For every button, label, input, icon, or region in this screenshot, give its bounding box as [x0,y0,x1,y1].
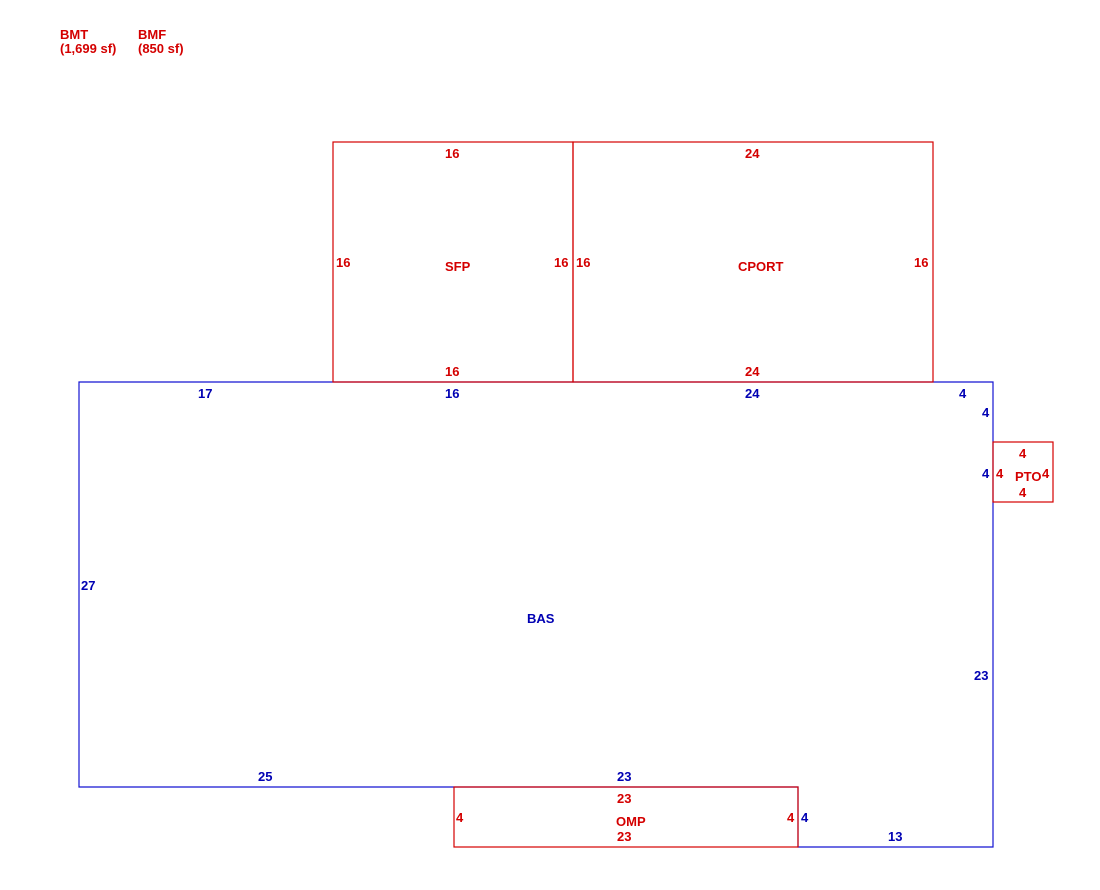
omp-dim-left: 4 [456,810,464,825]
sfp-dim-left: 16 [336,255,350,270]
bas-dim-bottom-mid: 23 [617,769,631,784]
cport-dim-right: 16 [914,255,928,270]
legend-bmf-code: BMF [138,27,166,42]
omp-outline [453,786,799,848]
bas-dim-right-upper: 4 [982,405,990,420]
sfp-area: SFP 16 16 16 16 [332,141,574,383]
omp-area: OMP 23 4 4 23 [453,786,799,848]
bas-dim-right-mid: 4 [982,466,990,481]
pto-outline [992,441,1054,503]
omp-dim-top: 23 [617,791,631,806]
bas-dim-bottom-right: 13 [888,829,902,844]
sfp-dim-bottom: 16 [445,364,459,379]
sfp-label: SFP [445,259,471,274]
pto-dim-top: 4 [1019,446,1027,461]
omp-label: OMP [616,814,646,829]
cport-outline [572,141,934,383]
sfp-dim-right: 16 [554,255,568,270]
pto-dim-bottom: 4 [1019,485,1027,500]
pto-dim-left: 4 [996,466,1004,481]
cport-dim-bottom: 24 [745,364,760,379]
bas-dim-right-lower: 23 [974,668,988,683]
sfp-dim-top: 16 [445,146,459,161]
legend-bmf-area: (850 sf) [138,41,184,56]
pto-area: PTO 4 4 4 4 [992,441,1054,503]
omp-dim-bottom: 23 [617,829,631,844]
bas-dim-bottom-left: 25 [258,769,272,784]
pto-dim-right: 4 [1042,466,1050,481]
bas-dim-notch: 4 [801,810,809,825]
cport-label: CPORT [738,259,784,274]
bas-dim-top-mid: 16 [445,386,459,401]
cport-dim-top: 24 [745,146,760,161]
pto-label: PTO [1015,469,1042,484]
bas-area: BAS 17 16 24 4 4 4 23 27 25 23 4 13 [78,381,994,848]
legend-bmt-code: BMT [60,27,88,42]
bas-dim-top-right: 24 [745,386,760,401]
area-legend: BMT (1,699 sf) BMF (850 sf) [60,27,184,56]
bas-dim-top-end: 4 [959,386,967,401]
bas-label: BAS [527,611,555,626]
bas-dim-top-left: 17 [198,386,212,401]
omp-dim-right: 4 [787,810,795,825]
cport-dim-left: 16 [576,255,590,270]
legend-bmt-area: (1,699 sf) [60,41,116,56]
bas-dim-left: 27 [81,578,95,593]
cport-area: CPORT 24 16 16 24 [572,141,934,383]
